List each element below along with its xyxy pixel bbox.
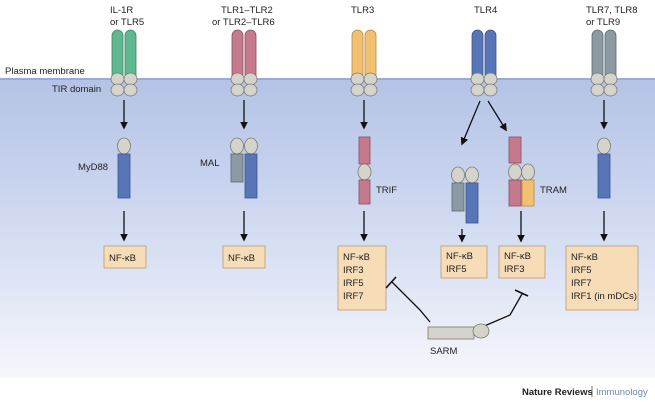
journal-credit: Nature Reviews (522, 387, 593, 398)
svg-text:NF-κB: NF-κB (343, 252, 370, 263)
output-box-5: NF-κB IRF3 (498, 245, 546, 279)
receptor-il1r-tlr5 (110, 29, 138, 97)
myd88-label: MyD88 (78, 162, 108, 173)
sarm-inhibition-path-left (391, 281, 431, 323)
arrow-receptor4-mal-myd88 (460, 100, 481, 146)
svg-text:IRF3: IRF3 (343, 265, 364, 276)
mal-label: MAL (200, 158, 220, 169)
tir-domain-label: TIR domain (52, 84, 101, 95)
sarm-inhibition-bar-right (514, 289, 529, 297)
sarm-inhibition-bar-left (385, 276, 397, 289)
svg-text:NF-κB: NF-κB (109, 253, 136, 264)
svg-text:NF-κB: NF-κB (446, 251, 473, 262)
receptor-tlr7-tlr8-tlr9 (590, 29, 618, 97)
adaptor-myd88-2 (597, 137, 611, 199)
receptor-label-il1r: IL-1R (110, 5, 133, 16)
output-box-4: NF-κB IRF5 (440, 245, 488, 279)
adaptor-myd88-1 (117, 137, 131, 199)
tram-label: TRAM (540, 185, 567, 196)
output-box-2: NF-κB (222, 245, 266, 269)
receptor-label-tlr2-tlr6: or TLR2–TLR6 (212, 17, 275, 28)
output-box-1: NF-κB (103, 245, 147, 269)
receptor-tlr3 (350, 29, 378, 97)
adaptor-trif (357, 136, 372, 205)
cytoplasm-background (0, 78, 655, 378)
output-box-6: NF-κB IRF5 IRF7 IRF1 (in mDCs) (565, 245, 639, 311)
svg-text:IRF5: IRF5 (446, 264, 467, 275)
svg-text:IRF7: IRF7 (343, 291, 364, 302)
receptor-label-tlr5: or TLR5 (110, 17, 144, 28)
svg-text:IRF5: IRF5 (343, 278, 364, 289)
svg-text:NF-κB: NF-κB (228, 253, 255, 264)
svg-text:NF-κB: NF-κB (504, 251, 531, 262)
receptor-label-tlr1-tlr2: TLR1–TLR2 (221, 5, 273, 16)
adaptor-trif-tram (508, 136, 535, 207)
receptor-label-tlr9: or TLR9 (586, 17, 620, 28)
svg-text:NF-κB: NF-κB (571, 252, 598, 263)
receptor-tlr4 (470, 29, 498, 97)
adaptor-sarm (427, 323, 490, 340)
svg-text:IRF5: IRF5 (571, 265, 592, 276)
section-credit: Immunology (596, 387, 648, 398)
receptor-label-tlr4: TLR4 (474, 5, 497, 16)
receptor-label-tlr7-tlr8: TLR7, TLR8 (586, 5, 638, 16)
receptor-tlr1-tlr2 (230, 29, 258, 97)
trif-label: TRIF (376, 185, 397, 196)
svg-text:IRF3: IRF3 (504, 264, 525, 275)
receptor-label-tlr3: TLR3 (351, 5, 374, 16)
sarm-inhibition-path-right (481, 293, 523, 328)
adaptor-mal-myd88-1 (230, 137, 258, 199)
plasma-membrane-label: Plasma membrane (5, 66, 85, 77)
sarm-label: SARM (430, 346, 458, 357)
svg-text:IRF1 (in mDCs): IRF1 (in mDCs) (571, 291, 637, 302)
output-box-3: NF-κB IRF3 IRF5 IRF7 (337, 245, 387, 311)
adaptor-mal-myd88-2 (451, 166, 479, 224)
svg-text:IRF7: IRF7 (571, 278, 592, 289)
arrow-receptor4-tram-trif (487, 100, 507, 132)
